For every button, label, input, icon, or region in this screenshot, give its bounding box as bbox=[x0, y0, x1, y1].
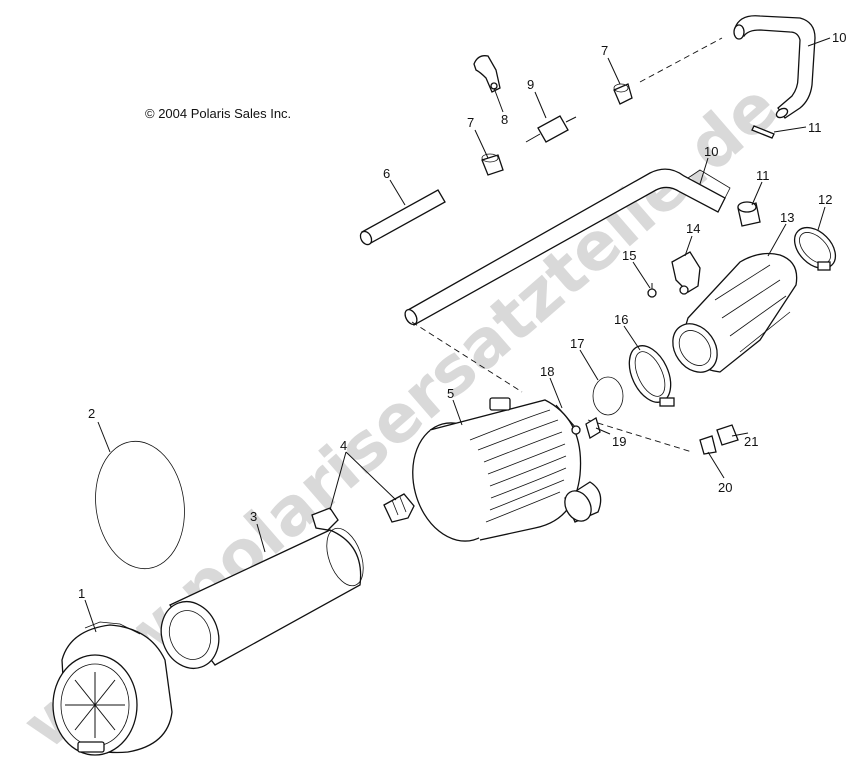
part-16-clamp[interactable] bbox=[621, 339, 679, 409]
part-6-tube[interactable] bbox=[358, 189, 446, 247]
part-9-valve[interactable] bbox=[525, 115, 577, 143]
routing-line-lower bbox=[411, 321, 523, 393]
part-1-cover[interactable] bbox=[52, 621, 173, 756]
callout-4: 4 bbox=[340, 438, 347, 453]
callout-8: 8 bbox=[501, 112, 508, 127]
callout-2: 2 bbox=[88, 406, 95, 421]
callout-7-upper: 7 bbox=[601, 43, 608, 58]
part-17-gasket[interactable] bbox=[592, 376, 624, 416]
callout-3: 3 bbox=[250, 509, 257, 524]
part-10-breather-hose-long[interactable] bbox=[403, 168, 731, 326]
callout-11-lower: 11 bbox=[756, 168, 770, 183]
callout-5: 5 bbox=[447, 386, 454, 401]
callout-7-lower: 7 bbox=[467, 115, 474, 130]
part-14-sensor[interactable] bbox=[671, 251, 701, 295]
copyright-text: © 2004 Polaris Sales Inc. bbox=[145, 106, 291, 121]
part-19-clip[interactable] bbox=[585, 417, 601, 439]
callout-10-lower: 10 bbox=[704, 144, 718, 159]
part-4-clips[interactable] bbox=[311, 493, 415, 531]
part-2-gasket[interactable] bbox=[88, 435, 193, 574]
callout-15: 15 bbox=[622, 248, 636, 263]
part-10-formed-hose[interactable] bbox=[733, 15, 816, 120]
part-13-duct[interactable] bbox=[664, 252, 798, 381]
callout-14: 14 bbox=[686, 221, 700, 236]
callout-6: 6 bbox=[383, 166, 390, 181]
part-11-coupler[interactable] bbox=[737, 201, 761, 227]
callout-18: 18 bbox=[540, 364, 554, 379]
part-8-bracket[interactable] bbox=[473, 55, 501, 93]
callout-20: 20 bbox=[718, 480, 732, 495]
callout-10-upper: 10 bbox=[832, 30, 846, 45]
part-3-filter[interactable] bbox=[152, 523, 370, 676]
part-7-clamp-b[interactable] bbox=[481, 153, 504, 176]
callout-16: 16 bbox=[614, 312, 628, 327]
leader-lines bbox=[84, 37, 831, 633]
callout-labels: 1 2 3 4 5 6 7 7 8 9 10 10 11 11 12 13 14… bbox=[78, 30, 846, 601]
routing-line-drain bbox=[587, 419, 693, 453]
part-7-clamp-a[interactable] bbox=[613, 83, 633, 105]
callout-13: 13 bbox=[780, 210, 794, 225]
part-11-clamp-upper[interactable] bbox=[751, 125, 775, 139]
part-20-cap[interactable] bbox=[699, 435, 717, 455]
callout-9: 9 bbox=[527, 77, 534, 92]
callout-21: 21 bbox=[744, 434, 758, 449]
callout-1: 1 bbox=[78, 586, 85, 601]
part-12-clamp[interactable] bbox=[787, 220, 844, 277]
callout-12: 12 bbox=[818, 192, 832, 207]
part-15-screw[interactable] bbox=[647, 283, 657, 298]
callout-17: 17 bbox=[570, 336, 584, 351]
part-21-plug[interactable] bbox=[716, 424, 739, 446]
part-18-bolt[interactable] bbox=[555, 404, 581, 435]
callout-11-upper: 11 bbox=[808, 120, 822, 135]
routing-line-upper bbox=[639, 37, 723, 83]
callout-19: 19 bbox=[612, 434, 626, 449]
